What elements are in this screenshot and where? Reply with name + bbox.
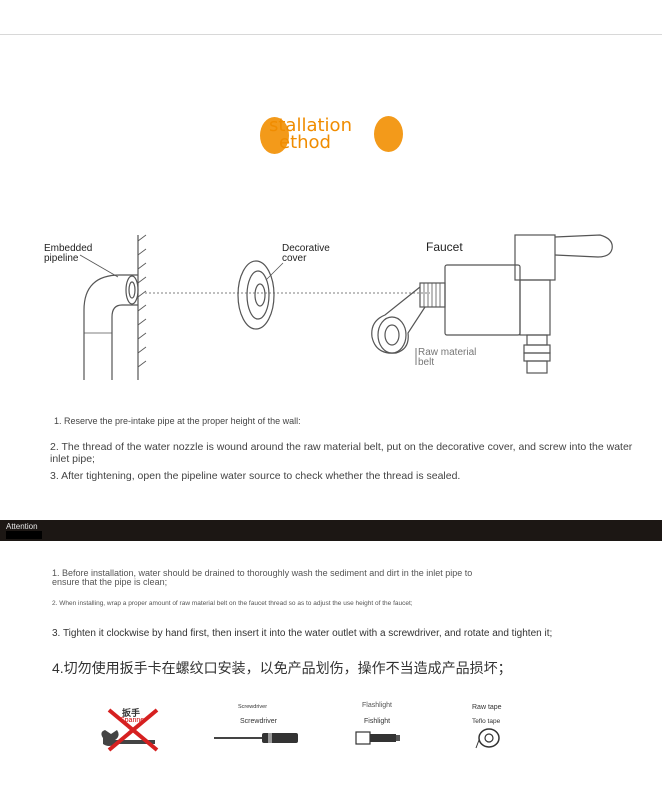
faucet-handle [554, 234, 613, 258]
tools-row: 扳手 Spanner Screwdriver Screwdriver Flash… [0, 700, 662, 770]
attention-label: Attention [6, 522, 38, 531]
flashlight-icon [355, 731, 400, 745]
diagram-drawing [79, 234, 613, 380]
note-3: 3. Tighten it clockwise by hand first, t… [52, 628, 553, 639]
tool-screwdriver-label-bottom: Screwdriver [240, 718, 277, 725]
attention-mark [6, 531, 42, 539]
orange-dot-right [374, 116, 403, 152]
step-2: 2. The thread of the water nozzle is wou… [50, 441, 633, 465]
orange-dot-left [260, 117, 289, 154]
note-4: 4.切勿使用扳手卡在螺纹口安装，以免产品划伤，操作不当造成产品损坏； [52, 660, 512, 676]
pipe-mouth [125, 275, 139, 305]
label-decorative-cover: Decorative cover [282, 243, 330, 264]
spanner-forbidden-icon [101, 708, 159, 752]
teflon-tape-icon [475, 728, 500, 749]
installation-method-title: stallation ethod [255, 112, 415, 162]
tool-spanner-label-bottom: Spanner [120, 717, 147, 724]
step-3: 3. After tightening, open the pipeline w… [50, 470, 461, 482]
faucet-spout [526, 334, 548, 346]
belt-roll [377, 316, 407, 354]
tool-flashlight-label-bottom: Fishlight [364, 718, 391, 725]
tool-spanner-label-top: 扳手 [122, 708, 141, 718]
tool-screwdriver-label-top: Screwdriver [238, 704, 268, 710]
installation-diagram: Embedded pipeline Decorative cover Fauce… [0, 225, 662, 395]
label-embedded-pipeline: Embedded pipeline [44, 243, 93, 264]
wall-hatching [137, 234, 147, 368]
note-2: 2. When installing, wrap a proper amount… [52, 600, 413, 607]
title-line-2: ethod [279, 132, 331, 153]
title-line-1: stallation [269, 115, 352, 136]
note-1: 1. Before installation, water should be … [52, 568, 473, 587]
faucet-body [514, 234, 556, 281]
belt-strip [371, 286, 426, 354]
tool-rawtape-label-top: Raw tape [472, 704, 502, 711]
cover-outer [237, 260, 275, 330]
top-divider [0, 34, 662, 35]
pipe-outer [83, 274, 138, 380]
label-raw-material-belt: Raw material belt [418, 347, 477, 368]
step-1: 1. Reserve the pre-intake pipe at the pr… [54, 416, 301, 426]
pipe-inner [111, 304, 138, 380]
leader-cover [265, 262, 284, 281]
faucet-thread [419, 282, 446, 308]
screwdriver-icon [214, 733, 298, 743]
tool-rawtape-label-bottom: Teflo tape [472, 718, 501, 725]
attention-bar: Attention [0, 520, 662, 541]
label-faucet: Faucet [426, 240, 463, 254]
tool-flashlight-label-top: Flashlight [362, 702, 392, 709]
leader-embedded [79, 254, 119, 278]
faucet-base [444, 264, 521, 336]
